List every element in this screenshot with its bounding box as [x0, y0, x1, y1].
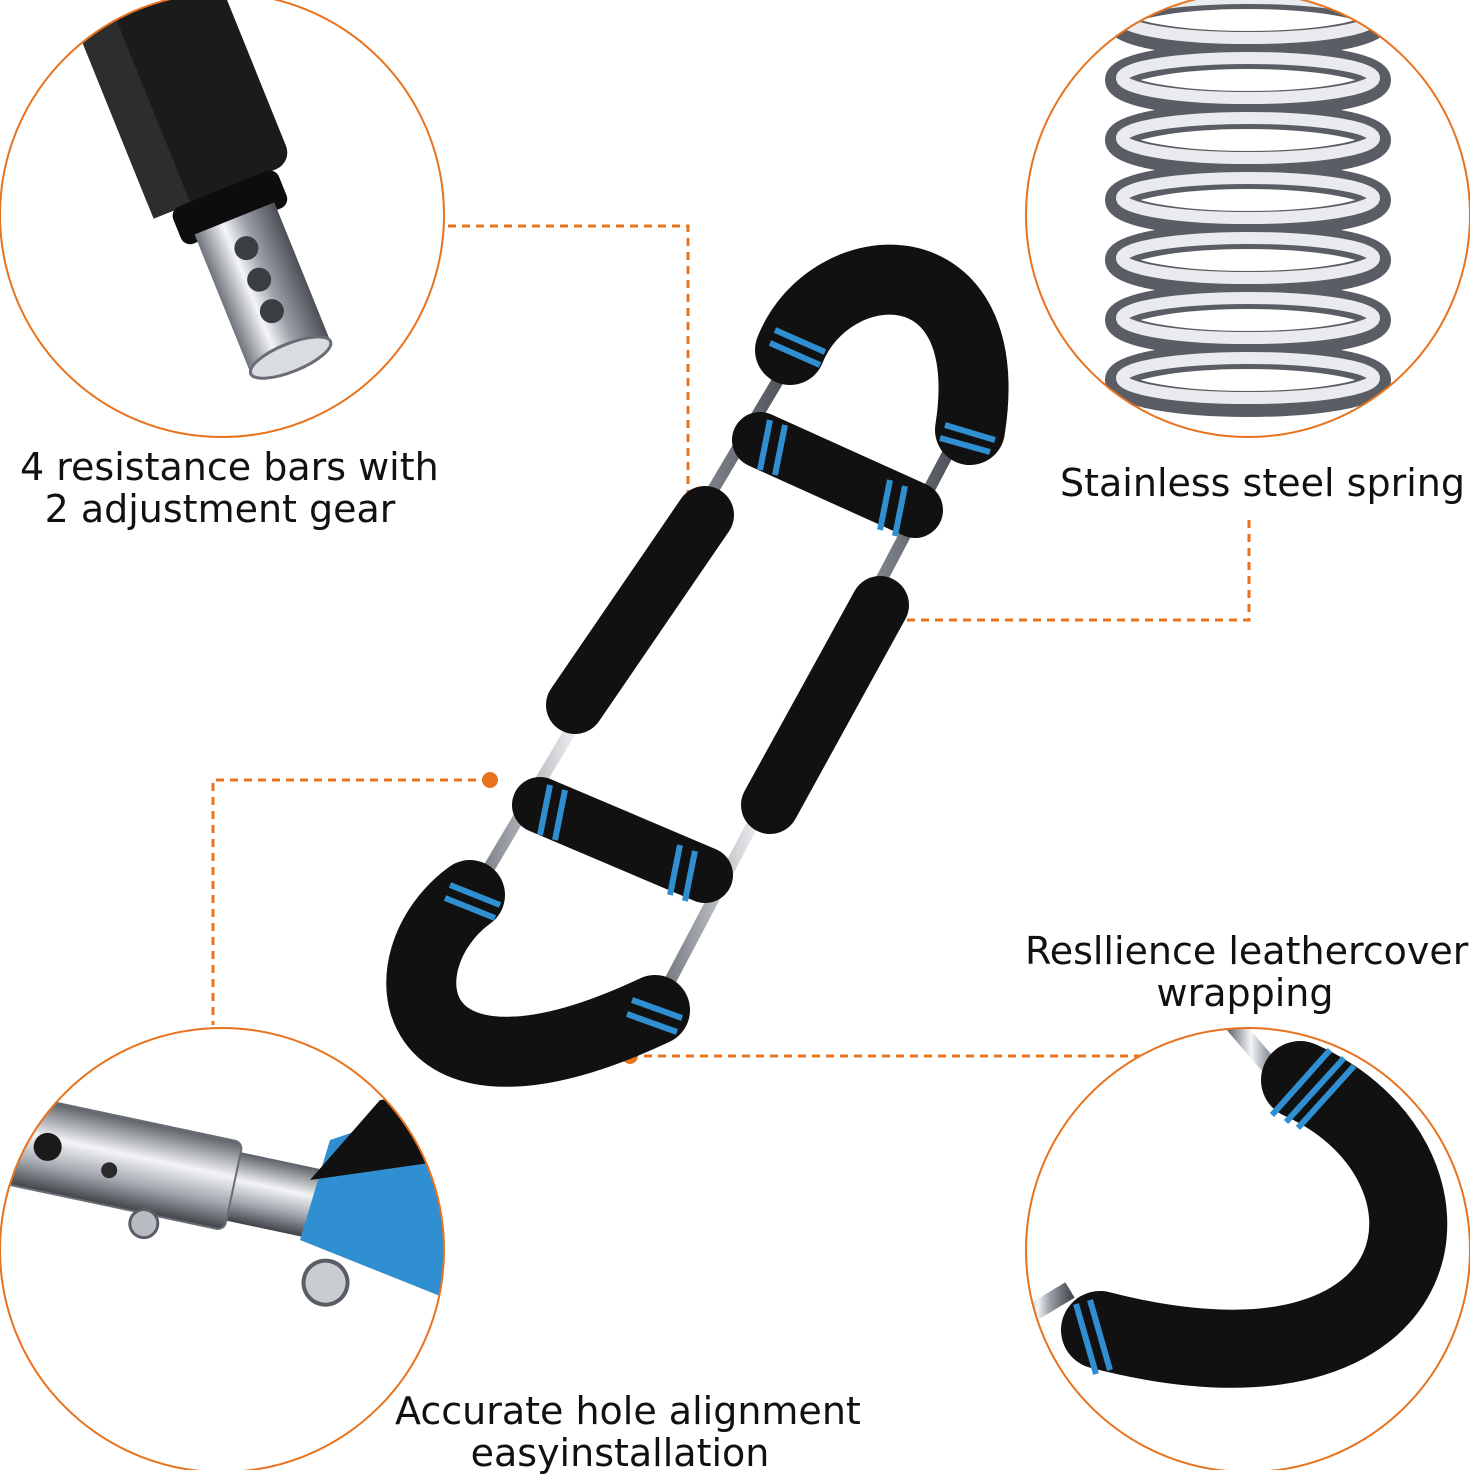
- leader-dot: [482, 772, 498, 788]
- caption-line: wrapping: [1156, 971, 1334, 1015]
- handle-curve-detail-border: [1025, 1027, 1470, 1470]
- caption-line: Stainless steel spring: [1060, 461, 1465, 505]
- spring-detail-border: [1025, 0, 1470, 438]
- handle-curve-detail-image: [1025, 1027, 1470, 1470]
- leader-line-resistance: [448, 224, 690, 503]
- caption-hole-alignment: Accurate hole alignment easyinstallation: [395, 1389, 861, 1475]
- caption-steel-spring: Stainless steel spring: [1060, 461, 1465, 505]
- caption-line: 2 adjustment gear: [44, 487, 396, 531]
- tube-detail-image: [0, 0, 445, 438]
- hinge-detail-border: [0, 1027, 445, 1470]
- leader-line-holes: [211, 778, 490, 1025]
- caption-line: Accurate hole alignment: [395, 1389, 861, 1433]
- hinge-detail-image: [0, 1027, 445, 1470]
- caption-line: Resllience leathercover: [1025, 929, 1469, 973]
- tube-detail-border: [0, 0, 445, 438]
- caption-line: easyinstallation: [470, 1431, 770, 1475]
- leader-lines: [211, 224, 1251, 1058]
- spring-detail-image: [1025, 0, 1470, 438]
- caption-resistance-bars: 4 resistance bars with 2 adjustment gear: [20, 445, 439, 531]
- caption-line: 4 resistance bars with: [20, 445, 439, 489]
- leader-line-spring: [878, 520, 1251, 622]
- caption-leather-cover: Resllience leathercover wrapping: [1025, 929, 1469, 1015]
- chest-expander-image: [386, 244, 1009, 1087]
